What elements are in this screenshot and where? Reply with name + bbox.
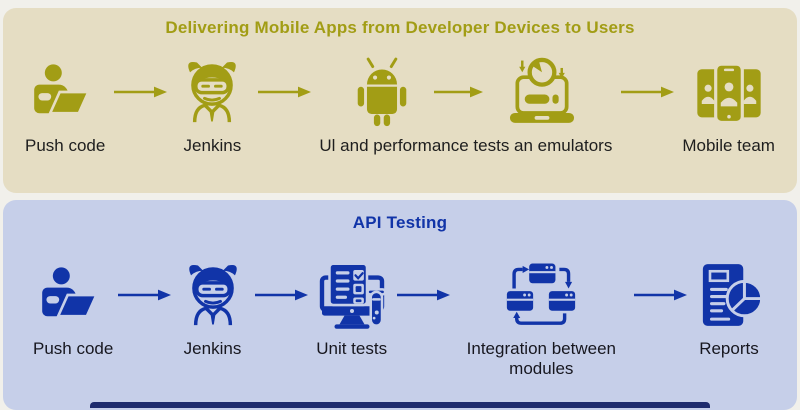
- developer-push-code-icon: [31, 54, 99, 130]
- unit-tests-icon: [312, 257, 392, 333]
- step-reports: Reports: [691, 257, 767, 359]
- step-label: Reports: [699, 339, 759, 358]
- step-unit-tests: Unit tests: [312, 257, 392, 359]
- developer-push-code-icon: [39, 257, 107, 333]
- performance-test-laptop-icon: [497, 54, 587, 130]
- mobile-delivery-section: Delivering Mobile Apps from Developer De…: [3, 8, 797, 193]
- flow-arrow-icon: [396, 257, 450, 333]
- flow-arrow-icon: [257, 54, 312, 130]
- jenkins-icon: [176, 257, 250, 333]
- mobile-delivery-title: Delivering Mobile Apps from Developer De…: [165, 18, 635, 37]
- step-label: Unit tests: [316, 339, 388, 358]
- step-push-code: Push code: [25, 54, 105, 156]
- step-label: Ul and performance tests an emulators: [319, 136, 613, 155]
- android-emulator-icon: [345, 54, 419, 130]
- flow-arrow-icon: [117, 257, 172, 333]
- step-push-code: Push code: [33, 257, 113, 359]
- step-label: Integration between modules: [466, 339, 616, 378]
- reports-icon: [691, 257, 767, 333]
- step-integration: Integration between modules: [454, 257, 629, 378]
- step-ui-performance-tests: Ul and performance tests an emulators: [319, 54, 612, 156]
- cropped-next-section-bar: [90, 402, 710, 408]
- step-mobile-team: Mobile team: [682, 54, 775, 156]
- flow-arrow-icon: [254, 257, 308, 333]
- flow-arrow-icon: [633, 257, 687, 333]
- step-label: Mobile team: [682, 136, 775, 155]
- step-label: Push code: [25, 136, 106, 155]
- integration-modules-icon: [499, 257, 583, 333]
- flow-arrow-icon: [433, 54, 483, 130]
- flow-arrow-icon: [620, 54, 675, 130]
- step-label: Push code: [33, 339, 114, 358]
- ui-performance-icons: [345, 54, 587, 130]
- step-label: Jenkins: [183, 136, 242, 155]
- api-testing-section: API Testing Push code: [3, 200, 797, 410]
- jenkins-icon: [175, 54, 249, 130]
- flow-arrow-icon: [113, 54, 168, 130]
- api-testing-title: API Testing: [352, 213, 448, 232]
- step-jenkins: Jenkins: [175, 54, 249, 156]
- step-label: Jenkins: [183, 339, 242, 358]
- mobile-team-phones-icon: [688, 54, 770, 130]
- mobile-delivery-flow: Push code Jenkins: [3, 54, 797, 156]
- step-jenkins: Jenkins: [176, 257, 250, 359]
- api-testing-flow: Push code Jenkins: [3, 257, 797, 378]
